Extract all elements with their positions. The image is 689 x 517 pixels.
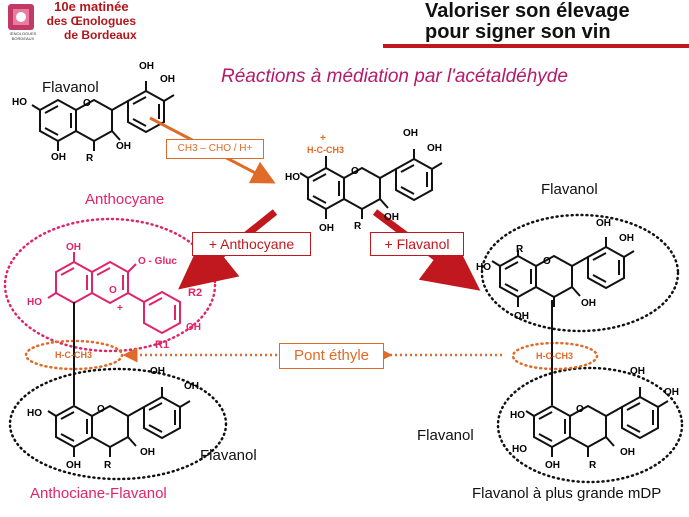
event-line3: de Bordeaux [64,28,137,42]
logo: ŒNOLOGUES BORDEAUX [4,2,40,42]
page-title: Valoriser son élevage pour signer son vi… [425,1,630,43]
header-divider [383,44,689,48]
atom-ho: HO [12,97,27,108]
event-line1: 10e matinée [54,0,129,14]
atom-oh: OH [116,141,131,152]
atom-r: R [86,153,94,164]
label-flavanol-right: Flavanol [541,181,598,198]
atom-r: R [589,460,597,471]
atom-oh: OH [545,460,560,471]
carbocation-plus: + [320,133,326,144]
atom-oh: OH [384,212,399,223]
atom-ho: HO [476,262,491,273]
flavanol-bottom-left-structure [47,386,191,458]
atom-oh: OH [403,128,418,139]
atom-oh: OH [319,223,334,234]
ethyl-bridge-right-label: H-C-CH3 [536,351,573,361]
atom-o: O [83,98,91,109]
r1-label: R1 [155,339,170,351]
slide-subtitle: Réactions à médiation par l'acétaldéhyde [221,66,568,87]
atom-oh: OH [150,366,165,377]
atom-oh: OH [140,447,155,458]
atom-oh: OH [184,381,199,392]
label-anthocyane: Anthocyane [85,191,165,208]
ethyl-bridge-left-label: H-C-CH3 [55,350,92,360]
r2-label: R2 [188,287,203,299]
atom-oh: OH [51,152,66,163]
atom-oh: OH [427,143,442,154]
o-gluc-label: O - Gluc [138,256,177,267]
atom-oh: OH [186,322,201,333]
atom-oh: OH [66,242,81,253]
atom-o: O [351,166,359,177]
atom-oh: OH [620,447,635,458]
atom-oh: OH [514,311,529,322]
reagent-box: CH3 – CHO / H+ [166,139,264,159]
event-title: 10e matinée des Œnologues de Bordeaux [46,0,137,42]
pont-ethyle-box: Pont éthyle [279,343,384,369]
atom-ho: HO [285,172,300,183]
atom-ho: HO [510,410,525,421]
label-anthociane-flavanol: Anthociane-Flavanol [30,485,167,502]
plus-anthocyane-box: + Anthocyane [192,232,311,256]
ethyl-bridge-ellipse-right [511,341,599,371]
atom-ho: HO [27,408,42,419]
flavanol-right-structure [491,236,635,308]
atom-r: R [516,244,524,255]
atom-oh: OH [581,298,596,309]
atom-oh: OH [66,460,81,471]
page-title-line1: Valoriser son élevage [425,0,630,22]
label-flavanol-top: Flavanol [42,79,99,96]
label-flavanol-mdp: Flavanol à plus grande mDP [472,485,662,502]
atom-oh: OH [664,387,679,398]
atom-oh: OH [596,218,611,229]
atom-oh: OH [139,61,154,72]
flavanol-bottom-right-ellipse [496,366,684,484]
plus-flavanol-box: + Flavanol [370,232,464,256]
atom-ho: HO [27,297,42,308]
atom-o: O [109,285,117,296]
atom-o: O [543,256,551,267]
atom-o: O [576,404,584,415]
atom-r: R [354,221,362,232]
anthocyanin-structure [47,252,181,335]
carbocation-label: H-C-CH3 [307,145,344,155]
label-flavanol-bottom-left: Flavanol [200,447,257,464]
flavanol-bottom-left-ellipse [8,367,228,481]
atom-oh: OH [619,233,634,244]
page-title-line2: pour signer son vin [425,21,611,43]
logo-glass-icon [8,4,34,30]
atom-ho: HO [512,444,527,455]
label-flavanol-bottom-right: Flavanol [417,427,474,444]
atom-r: R [104,460,112,471]
atom-o: O [97,404,105,415]
flavylium-plus: + [117,303,123,314]
logo-caption: ŒNOLOGUES BORDEAUX [9,31,37,41]
atom-oh: OH [160,74,175,85]
event-line2: des Œnologues [46,14,137,28]
atom-oh: OH [630,366,645,377]
carbocation-intermediate-structure [299,148,443,220]
flavanol-bottom-right-structure [525,386,669,458]
flavanol-right-ellipse [480,213,680,333]
